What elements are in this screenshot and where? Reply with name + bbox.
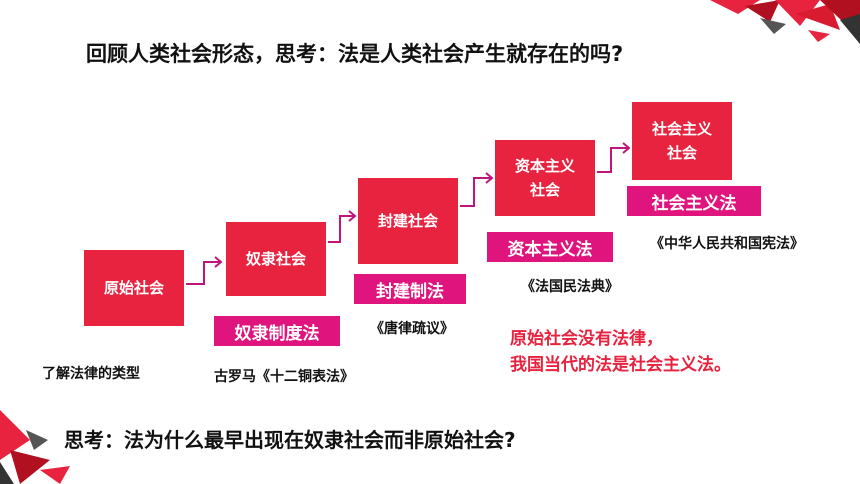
law-type-feudal: 封建制法 (354, 274, 466, 304)
stage-box-primitive: 原始社会 (84, 250, 184, 326)
stage-label: 原始社会 (103, 279, 164, 297)
arrow-right-icon (186, 256, 223, 285)
stage-label: 封建社会 (377, 212, 438, 230)
stage-box-slave: 奴隶社会 (226, 222, 326, 296)
example-socialist-law: 《中华人民共和国宪法》 (650, 236, 804, 252)
example-slave-law: 古罗马《十二铜表法》 (214, 369, 354, 385)
stage-label-line1: 社会主义 (651, 120, 712, 138)
page-title: 回顾人类社会形态，思考：法是人类社会产生就存在的吗? (86, 42, 624, 66)
stage-label: 奴隶社会 (245, 250, 306, 268)
law-type-slave: 奴隶制度法 (214, 316, 340, 346)
stage-box-feudal: 封建社会 (358, 178, 458, 264)
decorative-shards-bottom-left (0, 410, 70, 484)
note-line-2: 我国当代的法是社会主义法。 (510, 355, 731, 376)
note-line-1: 原始社会没有法律， (510, 329, 663, 349)
stage-label-line2: 社会 (529, 181, 560, 199)
discussion-question: 思考：法为什么最早出现在奴隶社会而非原始社会? (64, 428, 516, 452)
understand-label: 了解法律的类型 (42, 366, 140, 382)
law-type-socialist: 社会主义法 (627, 186, 761, 216)
example-feudal-law: 《唐律疏议》 (370, 321, 454, 337)
example-capitalist-law: 《法国民法典》 (521, 279, 619, 295)
arrow-right-icon (328, 210, 357, 243)
stage-box-socialist: 社会主义 社会 (632, 102, 732, 180)
stage-label-line2: 社会 (666, 144, 697, 162)
decorative-shards-top-right (710, 0, 860, 44)
stage-box-capitalist: 资本主义 社会 (495, 140, 595, 216)
law-type-capitalist: 资本主义法 (487, 232, 613, 262)
arrow-right-icon (460, 172, 494, 207)
arrow-right-icon (597, 142, 631, 173)
stage-label-line1: 资本主义 (514, 157, 575, 175)
conclusion-note: 原始社会没有法律， 我国当代的法是社会主义法。 (510, 326, 731, 379)
